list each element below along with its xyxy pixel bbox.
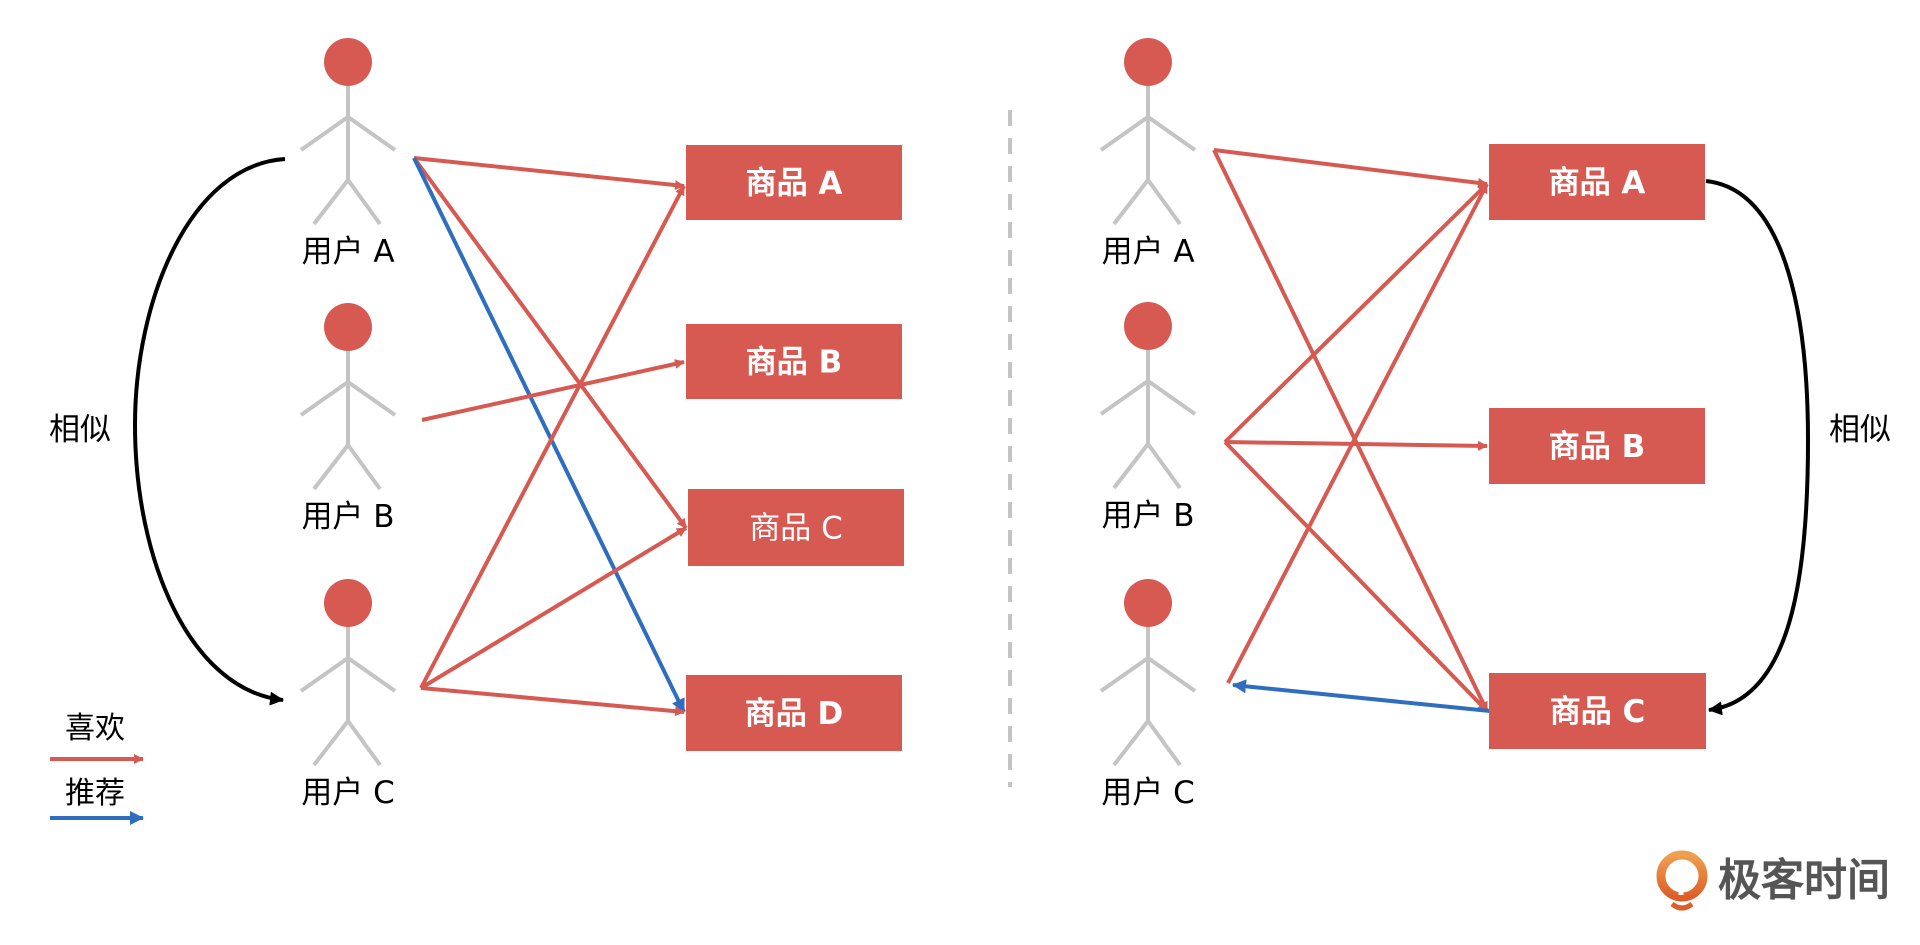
right-panel-item-based: 相似 用户 A 用户 B 用户 C 商品 A 商品 B 商品 C (1099, 38, 1891, 811)
user-body-icon (299, 627, 397, 767)
item-box-bg (686, 324, 902, 399)
item-box-bg (686, 675, 902, 751)
item-label: 商品 A (1549, 165, 1646, 201)
user-figure: 用户 B (1099, 302, 1197, 534)
legend: 喜欢 推荐 (50, 711, 144, 825)
user-figure: 用户 B (299, 303, 397, 535)
user-label: 用户 B (301, 499, 394, 535)
user-label: 用户 A (1101, 234, 1194, 270)
similarity-arrow (1705, 179, 1811, 716)
user-figure: 用户 A (1099, 38, 1197, 270)
like-edge-user-c-to-item-a (419, 185, 686, 689)
edges (1212, 148, 1491, 713)
like-edge-user-a-to-item-a (413, 156, 685, 191)
item-box-item-d[interactable]: 商品 D (686, 675, 902, 751)
item-box-bg (1489, 673, 1706, 749)
like-edge-user-c-to-item-a (1226, 183, 1489, 684)
logo-text: 极客时间 (1718, 855, 1890, 906)
edges (412, 156, 688, 717)
like-edge-user-a-to-item-a (1213, 148, 1488, 188)
item-label: 商品 C (749, 511, 843, 547)
like-edge-user-a-to-item-c (1212, 149, 1489, 712)
item-box-item-a[interactable]: 商品 A (1489, 144, 1705, 220)
user-label: 用户 C (301, 775, 395, 811)
user-label: 用户 A (301, 234, 394, 270)
legend-recommend-label: 推荐 (65, 776, 125, 811)
like-edge-user-b-to-item-b (421, 359, 685, 422)
like-edge-user-b-to-item-b (1224, 440, 1488, 451)
like-edge-user-c-to-item-d (420, 686, 685, 717)
similarity-label: 相似 (49, 412, 111, 448)
similarity-arrow (132, 157, 286, 706)
user-head-icon (1124, 38, 1172, 86)
item-box-item-c[interactable]: 商品 C (1489, 673, 1706, 749)
item-label: 商品 B (1549, 429, 1645, 465)
user-head-icon (1124, 302, 1172, 350)
user-label: 用户 B (1101, 498, 1194, 534)
recommend-edge-user-a-to-item-d (412, 157, 686, 713)
item-label: 商品 D (745, 696, 844, 732)
logo-icon (1656, 850, 1708, 911)
item-box-bg (1489, 408, 1705, 484)
item-box-item-c[interactable]: 商品 C (688, 489, 904, 566)
like-edge-user-b-to-item-a (1223, 182, 1489, 444)
similarity-relation: 相似 (1705, 179, 1891, 716)
user-figure: 用户 A (299, 38, 397, 270)
user-label: 用户 C (1101, 775, 1195, 811)
item-box-bg (688, 489, 904, 566)
user-head-icon (324, 38, 372, 86)
similarity-label: 相似 (1829, 412, 1891, 448)
legend-like-label: 喜欢 (65, 711, 125, 746)
user-body-icon (1099, 627, 1197, 767)
user-head-icon (324, 303, 372, 351)
item-box-item-b[interactable]: 商品 B (686, 324, 902, 399)
user-body-icon (299, 351, 397, 491)
similarity-relation: 相似 (49, 157, 286, 706)
item-label: 商品 C (1550, 694, 1646, 730)
user-head-icon (1124, 579, 1172, 627)
like-edge-user-b-to-item-c (1223, 440, 1489, 713)
user-body-icon (1099, 86, 1197, 226)
user-body-icon (1099, 350, 1197, 490)
item-box-bg (686, 145, 902, 220)
geektime-logo: 极客时间 (1656, 850, 1890, 911)
item-box-bg (1489, 144, 1705, 220)
like-edge-user-a-to-item-c (412, 156, 688, 530)
user-figure: 用户 C (1099, 579, 1197, 811)
item-box-item-a[interactable]: 商品 A (686, 145, 902, 220)
item-label: 商品 B (746, 345, 842, 381)
item-box-item-b[interactable]: 商品 B (1489, 408, 1705, 484)
user-figure: 用户 C (299, 579, 397, 811)
item-label: 商品 A (746, 166, 843, 202)
left-panel-user-based: 相似 用户 A 用户 B 用户 C 商品 A 商品 B 商品 C 商品 D (49, 38, 904, 811)
recommend-edge-item-c-to-user-c (1232, 679, 1491, 713)
user-head-icon (324, 579, 372, 627)
like-edge-user-c-to-item-c (419, 526, 688, 690)
user-body-icon (299, 86, 397, 226)
